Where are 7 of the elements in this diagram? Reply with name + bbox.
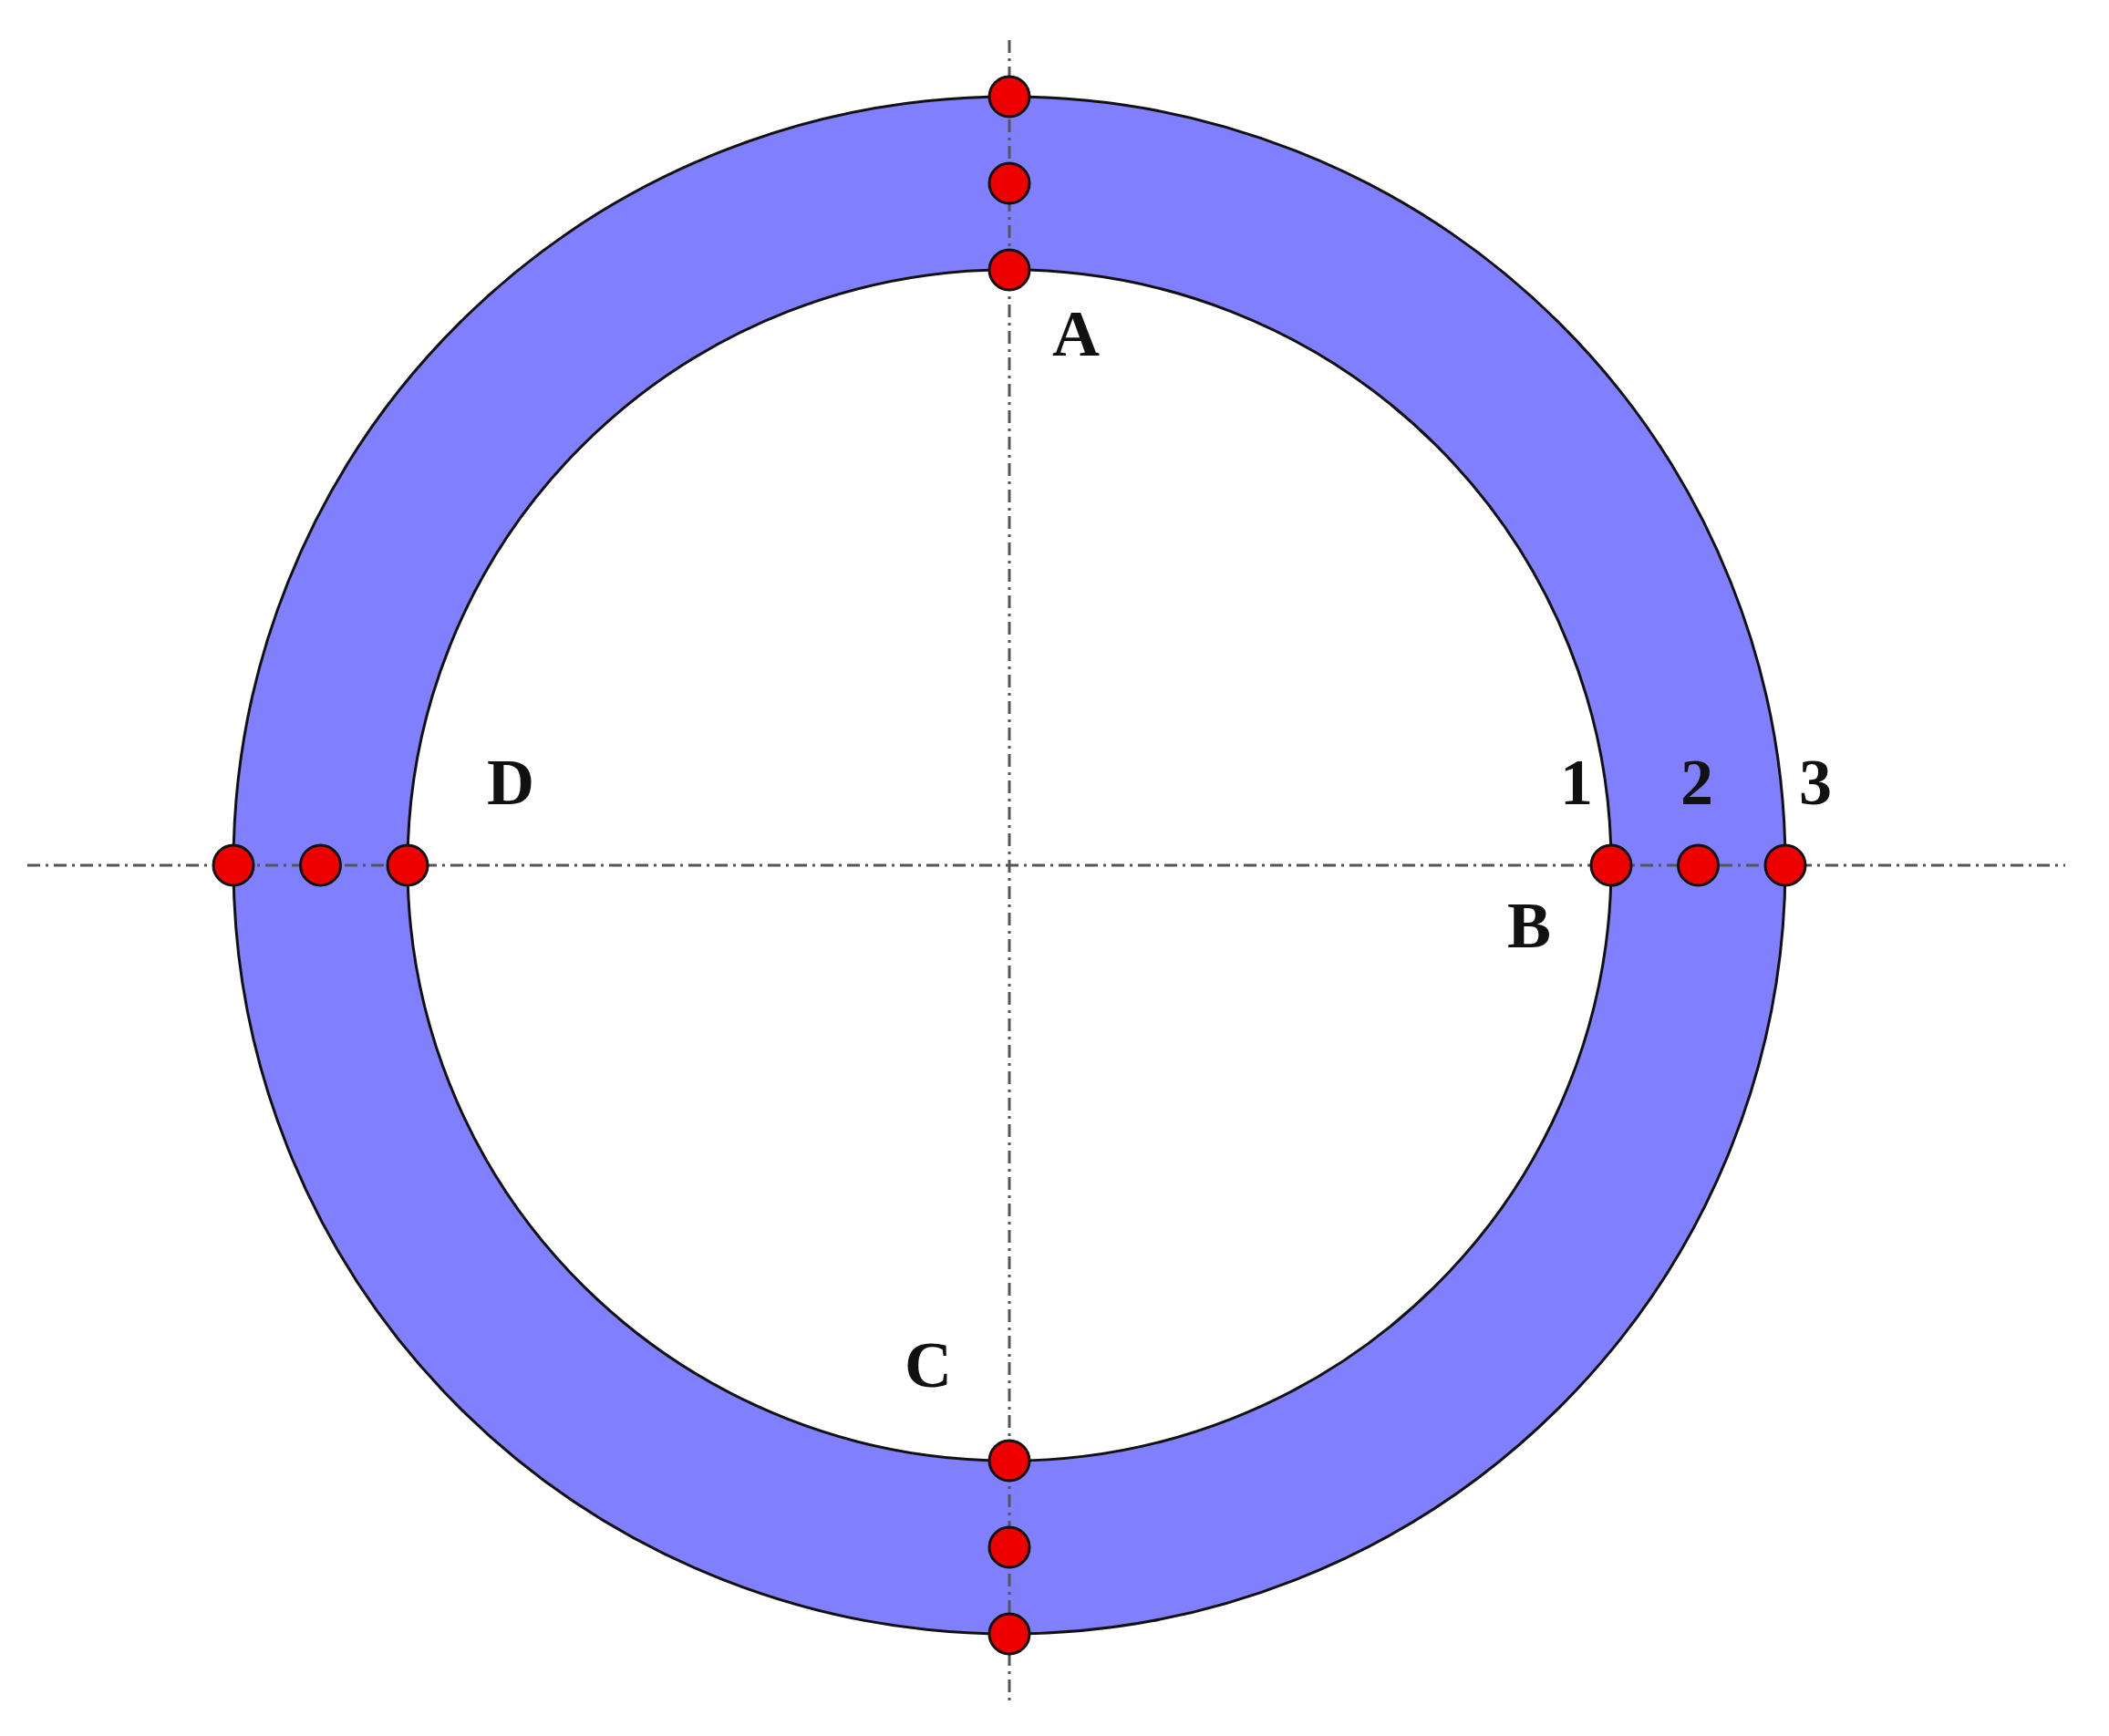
point-label: 3: [1799, 749, 1832, 815]
point-label: 1: [1560, 749, 1593, 815]
point-label: B: [1507, 893, 1551, 958]
point-label: A: [1052, 301, 1100, 367]
point-label: D: [487, 749, 534, 815]
point-label: 2: [1680, 749, 1713, 815]
point-label: C: [905, 1332, 952, 1398]
